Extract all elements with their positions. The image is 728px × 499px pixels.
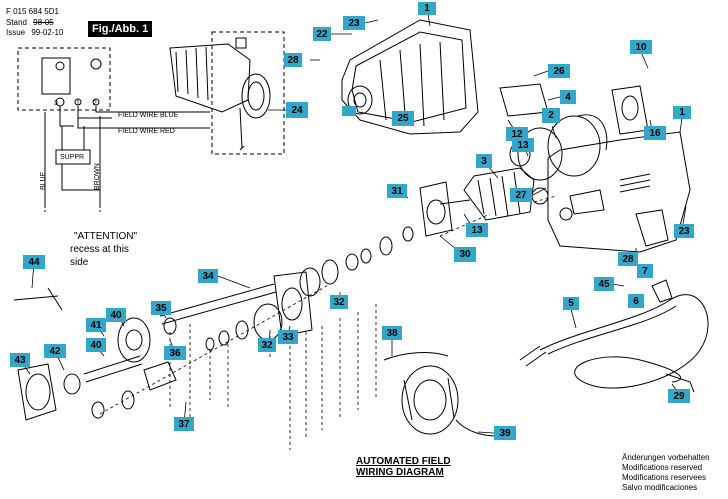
part-callout[interactable]: 3 xyxy=(476,154,492,168)
part-callout[interactable]: 10 xyxy=(630,40,652,54)
part-callout[interactable]: 38 xyxy=(382,326,402,340)
part-callout[interactable]: 16 xyxy=(644,126,666,140)
wiring-diagram-title-1: AUTOMATED FIELD xyxy=(356,456,451,467)
part-callout[interactable]: 24 xyxy=(286,102,308,118)
attention-line-1: recess at this xyxy=(70,244,129,255)
stand-label: Stand 98-05 xyxy=(6,19,54,27)
part-callout[interactable]: 23 xyxy=(343,16,365,30)
part-callout[interactable]: 35 xyxy=(151,301,171,315)
part-callout[interactable]: 30 xyxy=(454,247,476,262)
part-callout[interactable]: 36 xyxy=(164,346,186,360)
part-callout[interactable]: 42 xyxy=(44,344,66,358)
part-callout[interactable]: 13 xyxy=(512,138,534,152)
part-callout[interactable]: 2 xyxy=(542,108,560,123)
note-line: Modifications reserved xyxy=(622,463,703,472)
attention-line-2: side xyxy=(70,257,89,268)
part-callout[interactable]: 25 xyxy=(392,111,414,126)
issue-label: Issue 99-02-10 xyxy=(6,29,63,37)
figure-label: Fig./Abb. 1 xyxy=(88,21,153,37)
housing-marker xyxy=(342,106,356,116)
part-callout[interactable]: 4 xyxy=(560,90,576,104)
stand-label-text: Stand xyxy=(6,18,27,27)
note-line: Änderungen vorbehalten xyxy=(622,453,710,462)
note-line: Salvo modificaciones xyxy=(622,483,698,492)
document-number: F 015 684 5D1 xyxy=(6,7,59,16)
part-callout[interactable]: 43 xyxy=(10,353,30,367)
power-cord-drawing xyxy=(519,279,709,393)
part-callout[interactable]: 28 xyxy=(284,53,302,67)
gear-housing-drawing xyxy=(253,181,453,341)
spindle-chuck-drawing xyxy=(13,283,277,421)
part-callout[interactable]: 6 xyxy=(628,294,644,308)
stand-date-struck: 98-05 xyxy=(33,18,54,27)
terminal-label: 3 xyxy=(54,100,58,107)
field-wire-blue-label: FIELD WIRE BLUE xyxy=(118,112,179,119)
field-wire-red-label: FIELD WIRE RED xyxy=(118,128,175,135)
part-callout[interactable]: 26 xyxy=(548,64,570,78)
part-callout[interactable]: 29 xyxy=(668,389,690,403)
callout-leader-lines xyxy=(19,13,687,434)
part-callout[interactable]: 1 xyxy=(673,106,691,119)
part-callout[interactable]: 44 xyxy=(23,255,45,269)
part-callout[interactable]: 13 xyxy=(466,223,488,237)
suppressor-label: SUPPR xyxy=(60,154,85,161)
part-callout[interactable]: 41 xyxy=(86,318,106,332)
part-callout[interactable]: 34 xyxy=(198,269,218,283)
part-callout[interactable]: 1 xyxy=(418,2,436,15)
part-callout[interactable]: 39 xyxy=(494,426,516,440)
part-callout[interactable]: 45 xyxy=(594,277,614,291)
wiring-schematic-drawing xyxy=(17,47,210,212)
part-callout[interactable]: 27 xyxy=(510,188,532,202)
part-callout[interactable]: 32 xyxy=(258,338,276,352)
part-callout[interactable]: 7 xyxy=(637,264,653,278)
wire-blue-label: BLUE xyxy=(40,171,47,190)
part-callout[interactable]: 33 xyxy=(278,330,298,344)
attention-title: "ATTENTION" xyxy=(74,231,138,242)
terminal-label: 2 xyxy=(93,100,97,107)
note-line: Modifications reservees xyxy=(622,473,707,482)
issue-label-text: Issue xyxy=(6,28,26,37)
wiring-diagram-title-2: WIRING DIAGRAM xyxy=(356,467,444,478)
side-handle-drawing xyxy=(169,31,285,155)
field-wiring-drawing xyxy=(383,352,515,437)
part-callout[interactable]: 12 xyxy=(506,127,528,141)
part-callout[interactable]: 23 xyxy=(674,224,694,238)
part-callout[interactable]: 40 xyxy=(86,338,106,352)
part-callout[interactable]: 22 xyxy=(313,27,331,41)
part-callout[interactable]: 37 xyxy=(174,417,194,431)
part-callout[interactable]: 40 xyxy=(106,308,126,322)
motor-drawing xyxy=(439,83,649,221)
terminal-label: 1 xyxy=(76,100,80,107)
wire-brown-label: BROWN xyxy=(94,163,101,190)
part-callout[interactable]: 32 xyxy=(330,295,348,309)
issue-date: 99-02-10 xyxy=(31,28,64,37)
part-callout[interactable]: 28 xyxy=(618,252,638,266)
part-callout[interactable]: 31 xyxy=(387,184,407,198)
part-callout[interactable]: 5 xyxy=(563,297,579,310)
